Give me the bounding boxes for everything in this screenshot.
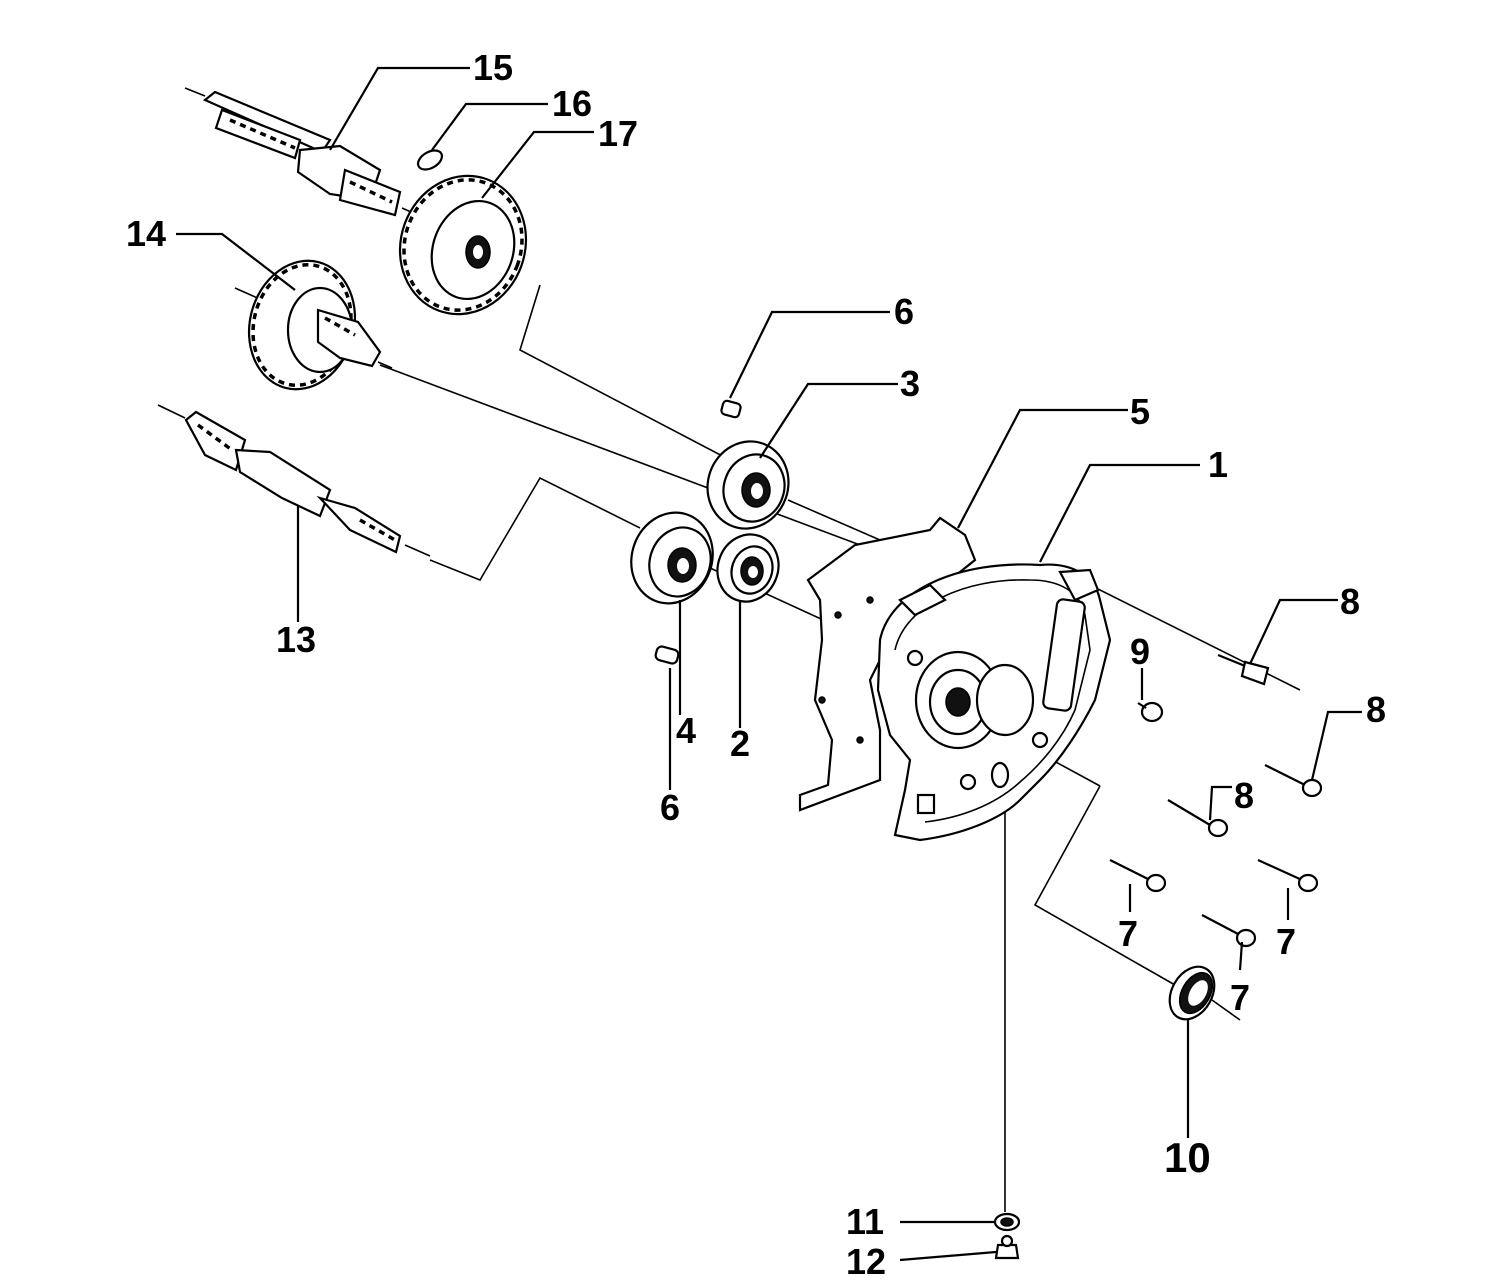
label-6-upper: 6 (894, 291, 914, 332)
bolt-8-middle (1264, 764, 1323, 798)
oil-seal-10 (1168, 965, 1216, 1021)
bearing-2 (716, 533, 780, 603)
label-9: 9 (1130, 631, 1150, 672)
shaft-13 (157, 404, 431, 557)
label-16: 16 (552, 83, 592, 124)
screw-9 (1137, 701, 1164, 723)
label-11: 11 (846, 1201, 884, 1242)
label-7-left: 7 (1118, 913, 1138, 954)
bolt-7-left (1109, 859, 1167, 893)
label-8-lower: 8 (1234, 775, 1254, 816)
gear-17 (398, 174, 528, 316)
label-8-upper: 8 (1340, 581, 1360, 622)
label-13: 13 (276, 619, 316, 660)
circlip-16 (416, 149, 444, 171)
label-12: 12 (846, 1241, 886, 1281)
label-1: 1 (1208, 444, 1228, 485)
label-8-middle: 8 (1366, 689, 1386, 730)
label-6-lower: 6 (660, 787, 680, 828)
bolt-7-bottom (1201, 914, 1257, 948)
label-3: 3 (900, 363, 920, 404)
label-7-right: 7 (1276, 921, 1296, 962)
bolt-8-lower (1167, 799, 1229, 838)
label-7-bottom: 7 (1230, 977, 1250, 1018)
label-2: 2 (730, 723, 750, 764)
shaft-15 (184, 87, 421, 217)
label-14: 14 (126, 213, 166, 254)
gear-14 (234, 259, 393, 391)
washer-11 (993, 1212, 1021, 1232)
label-10: 10 (1164, 1134, 1211, 1181)
bolt-8-upper (1217, 653, 1270, 686)
label-17: 17 (598, 113, 638, 154)
drain-plug-12 (994, 1234, 1020, 1260)
dowel-pin-6-upper (720, 399, 742, 419)
leader-lines (176, 66, 1362, 1262)
label-15: 15 (473, 47, 513, 88)
label-5: 5 (1130, 391, 1150, 432)
dowel-pin-6-lower (654, 645, 680, 665)
bearing-4 (630, 511, 714, 605)
cover-1 (876, 563, 1112, 842)
bolt-7-right (1257, 858, 1319, 893)
label-4: 4 (676, 710, 696, 751)
callout-labels: 15 16 17 14 13 6 3 5 1 4 2 6 8 9 8 8 7 7… (126, 47, 1386, 1281)
bearing-3 (706, 440, 790, 530)
